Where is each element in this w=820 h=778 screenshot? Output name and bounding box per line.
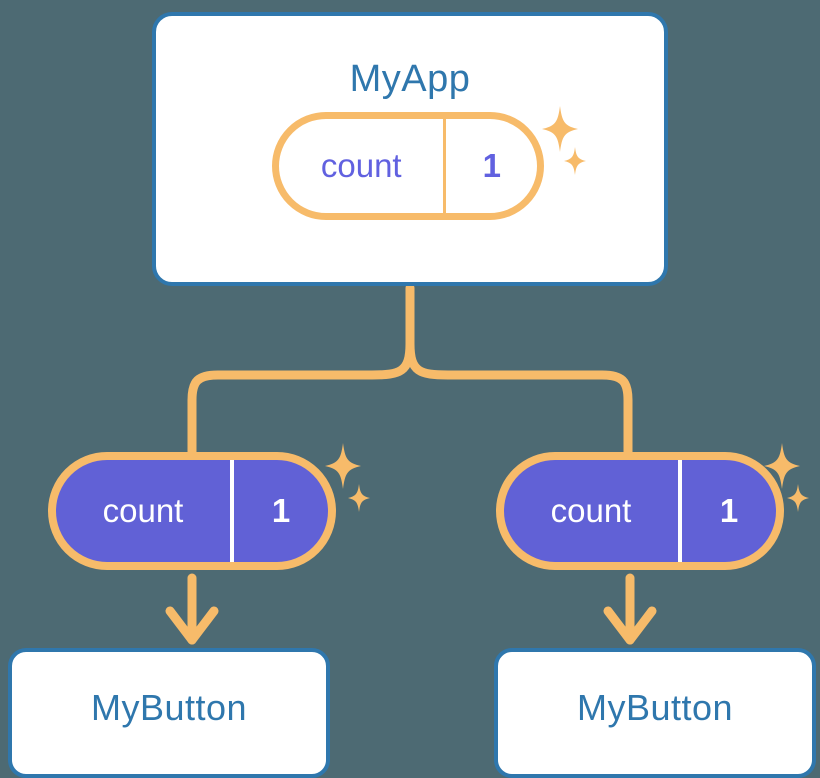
state-pill-child-right-wrapper: count 1 xyxy=(495,451,785,571)
state-pill-child-left[interactable]: count 1 xyxy=(47,451,337,571)
sparkle-four-point-icon xyxy=(324,443,362,489)
sparkle-four-point-small-icon xyxy=(347,484,371,512)
state-pill-child-right-value: 1 xyxy=(719,492,739,529)
arrow-down-left-head xyxy=(165,606,219,645)
component-label-mybutton-right: MyButton xyxy=(576,687,734,728)
state-pill-root[interactable]: count 1 xyxy=(270,110,546,222)
connector-branch-right xyxy=(405,339,633,457)
component-card-mybutton-right[interactable]: MyButton xyxy=(494,648,816,778)
state-pill-child-left-wrapper: count 1 xyxy=(47,451,337,571)
sparkle-four-point-icon xyxy=(541,106,579,152)
arrow-down-right-head xyxy=(603,606,657,645)
component-card-mybutton-left[interactable]: MyButton xyxy=(8,648,330,778)
state-pill-child-left-value: 1 xyxy=(271,492,291,529)
state-pill-child-left-key: count xyxy=(56,460,234,562)
sparkle-four-point-small-icon xyxy=(563,147,587,175)
state-pill-child-right[interactable]: count 1 xyxy=(495,451,785,571)
sparkle-four-point-small-icon xyxy=(786,484,810,512)
connector-branch-left xyxy=(187,339,415,457)
component-label-myapp: MyApp xyxy=(349,58,471,100)
state-pill-root-wrapper: count 1 xyxy=(270,110,546,222)
sparkle-four-point-icon xyxy=(763,443,801,489)
state-pill-root-key: count xyxy=(279,119,447,213)
state-pill-root-value: 1 xyxy=(482,147,501,184)
state-pill-child-right-key: count xyxy=(504,460,682,562)
component-label-mybutton-left: MyButton xyxy=(90,687,248,728)
